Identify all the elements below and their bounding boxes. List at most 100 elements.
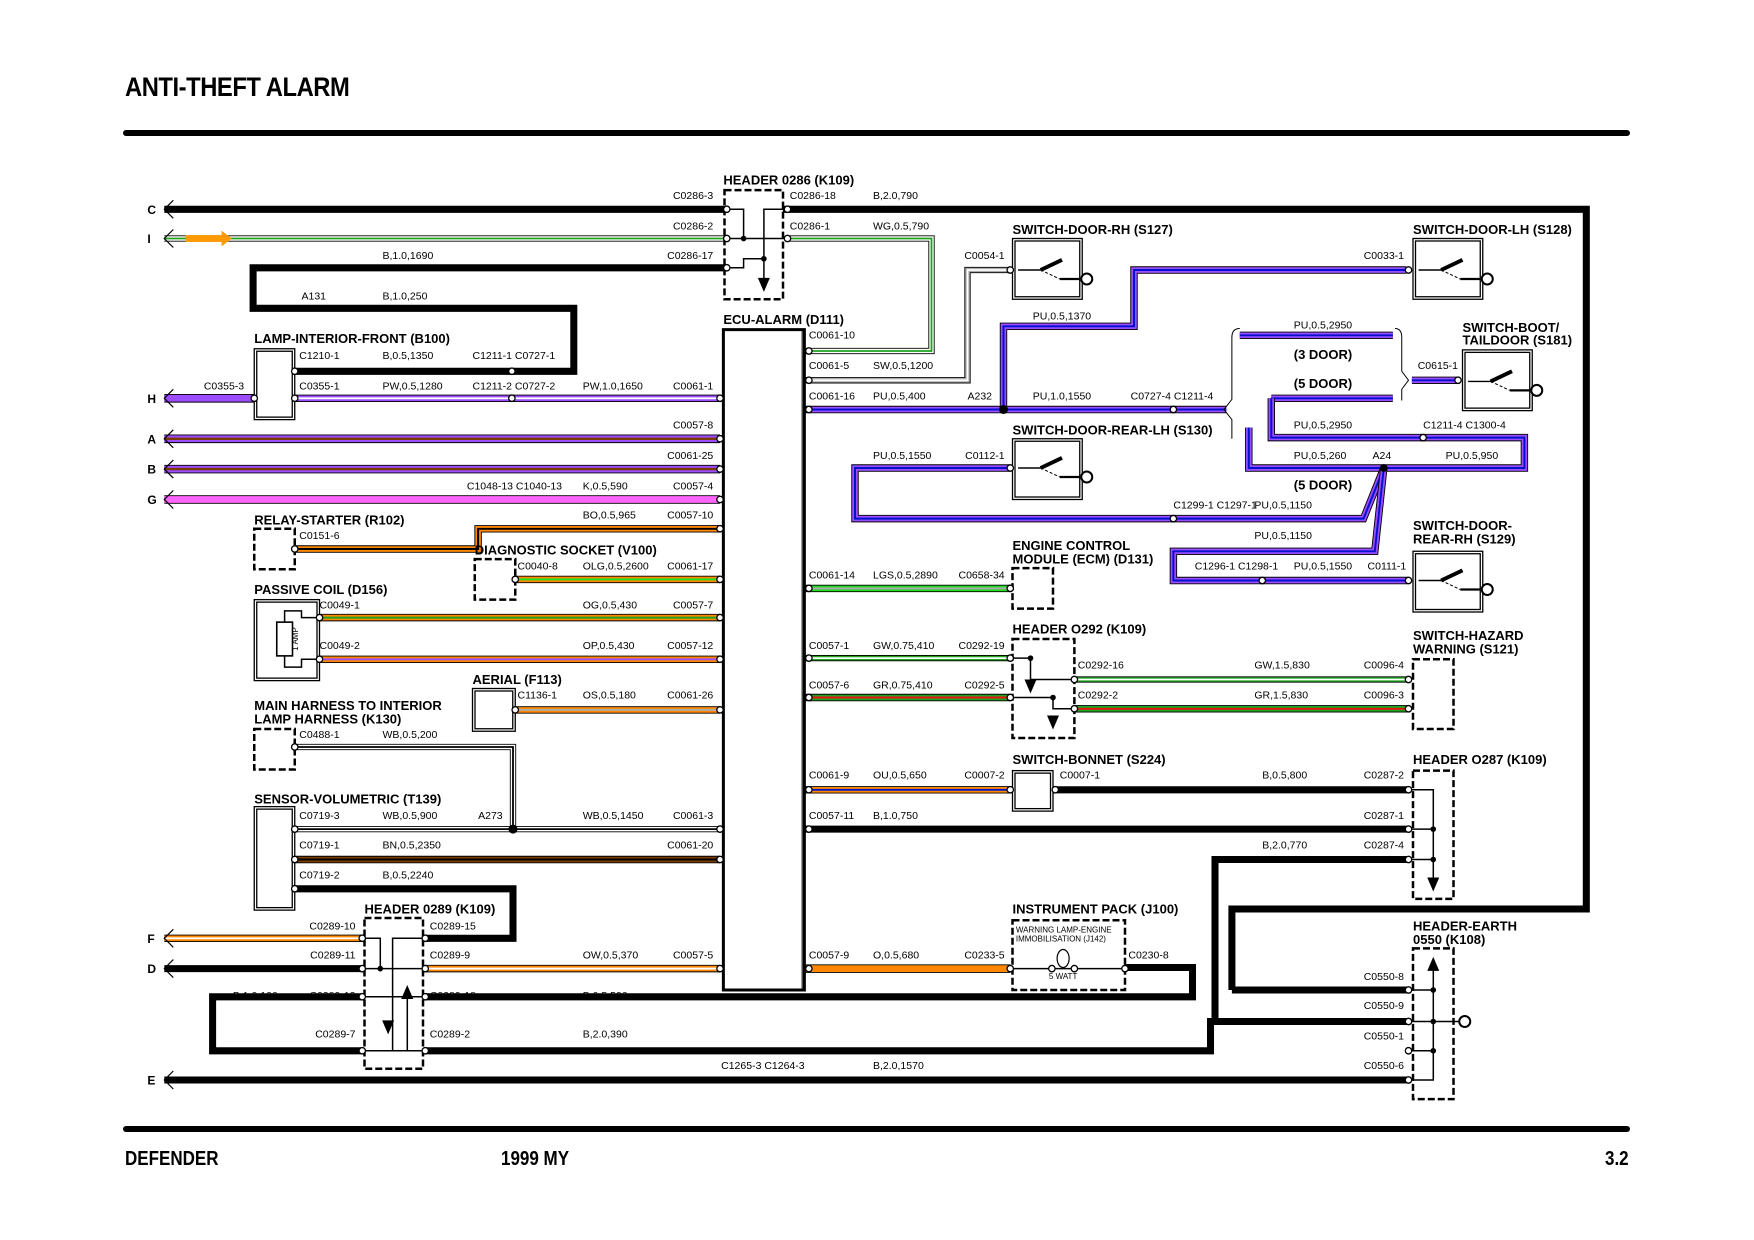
earth-terminal-icon (1080, 470, 1094, 484)
wire-label: C0289-7 (315, 1028, 355, 1040)
fuse-rating-label: 1 AMP (291, 627, 300, 651)
wire-label: C0289-13 (309, 990, 355, 1002)
splice-dot-icon (1430, 826, 1437, 832)
splice-dot-icon (1430, 856, 1437, 863)
connector-pin-icon (805, 405, 813, 414)
connector-pin-icon (805, 376, 813, 385)
splice-dot-icon (999, 405, 1008, 414)
wire-label: C0292-16 (1078, 659, 1124, 671)
internal-link (1010, 696, 1075, 710)
component-label-b100: LAMP-INTERIOR-FRONT (B100) (254, 331, 450, 346)
wire-label: C0658-34 (959, 569, 1005, 581)
wire-label: C0057-12 (667, 640, 713, 652)
connector-pin-icon (1404, 1017, 1413, 1026)
page-title: ANTI-THEFT ALARM (125, 72, 350, 102)
harness-break-icon (163, 1070, 174, 1090)
wire-label: PW,0.5,1280 (383, 380, 443, 392)
harness-row-label: F (147, 932, 154, 946)
internal-link (1408, 789, 1435, 878)
wire-label: C0111-1 (1368, 560, 1407, 572)
connector-pin-icon (358, 1046, 367, 1055)
wire-label: WB,0.5,200 (383, 729, 438, 741)
wire-label: C0289-9 (430, 950, 470, 962)
splice-dot-icon (1430, 1047, 1437, 1054)
wire-label: C0049-1 (320, 600, 360, 612)
connector-pin-icon (1404, 266, 1413, 274)
wire-label: PW,1.0,1650 (583, 380, 643, 392)
footer-page-number: 3.2 (1605, 1148, 1629, 1170)
header-0286-box (723, 188, 785, 301)
switch-contact (1039, 258, 1063, 272)
switch-bonnet-box (1011, 769, 1054, 812)
earth-terminal-icon (1080, 272, 1094, 286)
connector-pin-icon (1006, 654, 1015, 662)
wire-label: C0292-2 (1078, 690, 1118, 702)
wire (164, 205, 1590, 990)
connector-pin-icon (358, 992, 367, 1001)
wires (164, 205, 1590, 1084)
component-label-s181-l2: TAILDOOR (S181) (1463, 332, 1573, 347)
switch-contact (1489, 369, 1513, 384)
wire-tracer (787, 237, 933, 352)
internal-link (362, 937, 382, 969)
wire-label: C0286-2 (673, 221, 713, 233)
wire-label: WB,0.5,900 (383, 810, 438, 822)
earth-terminal-icon (1480, 272, 1494, 286)
relay-starter-box (253, 527, 296, 571)
wire-label: C0061-1 (673, 380, 713, 392)
wire-label: C1299-1 C1297-1 (1173, 500, 1257, 512)
wire-label: C0727-4 C1211-4 (1131, 390, 1214, 402)
connector-pin-icon (290, 367, 299, 376)
connector-pin-icon (1006, 464, 1015, 472)
wire-label: C0061-26 (667, 690, 713, 702)
wire-label: OG,0.5,430 (583, 600, 637, 612)
connector-pin-icon (315, 655, 324, 664)
connector-pin-icon (716, 855, 724, 864)
ecm-box (1011, 566, 1055, 610)
footer-year: 1999 MY (501, 1148, 570, 1170)
wire-label: C0057-11 (809, 810, 854, 822)
wire-label: C0287-2 (1364, 770, 1404, 782)
connector-pin-icon (290, 545, 299, 553)
wire-label: OU,0.5,650 (873, 770, 927, 782)
connector-pin-icon (716, 613, 724, 622)
connector-pin-icon (716, 524, 724, 533)
connector-pin-icon (1006, 964, 1015, 973)
wire-label: C1211-4 C1300-4 (1423, 420, 1506, 432)
component-label-d111: ECU-ALARM (D111) (723, 312, 844, 327)
wire-label: C0289-18 (430, 990, 476, 1002)
wire-label: C0151-6 (299, 530, 339, 542)
connector-pin-icon (421, 1046, 430, 1055)
wire-label: C0057-7 (673, 600, 713, 612)
components (163, 188, 1544, 1101)
lamp-interior-front-box (253, 348, 296, 421)
component-label-k108-l2: 0550 (K108) (1413, 932, 1485, 947)
switch-contact (1440, 258, 1464, 272)
wire-label: C0550-6 (1364, 1060, 1404, 1072)
wire-label: C0033-1 (1364, 250, 1404, 262)
connector-pin-icon (511, 575, 520, 584)
connector-pin-icon (1404, 986, 1413, 994)
connector-pin-icon (716, 575, 724, 584)
harness-break-icon (163, 459, 174, 479)
connector-pin-icon (783, 234, 792, 243)
component-box-inner (256, 350, 293, 418)
wire-label: PU,0.5,1150 (1254, 530, 1312, 542)
wire-tracer (294, 527, 720, 550)
wire-label: C0096-4 (1364, 659, 1404, 671)
component-label-f113: AERIAL (F113) (473, 672, 562, 687)
wire-label: B,2.0,390 (583, 1028, 628, 1040)
wire-label: LGS,0.5,2890 (873, 569, 938, 581)
wire-label: C0054-1 (964, 250, 1004, 262)
connector-pin-icon (805, 693, 813, 702)
wire-label: PU,0.5,2950 (1294, 420, 1353, 432)
wire-label: B,2.0,790 (873, 190, 918, 202)
wire-label: OS,0.5,180 (583, 690, 636, 702)
connector-pin-icon (805, 964, 813, 973)
connector-pin-icon (805, 785, 813, 794)
arrow-up-icon (1427, 956, 1440, 971)
connector-pin-icon (511, 706, 520, 714)
splice-dot-icon (1050, 694, 1056, 701)
harness-row-label: D (147, 962, 156, 976)
internal-link (391, 937, 426, 1051)
